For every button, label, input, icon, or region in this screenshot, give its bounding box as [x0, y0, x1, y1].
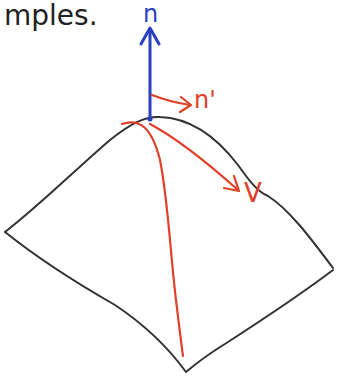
normal-arrowhead	[141, 28, 159, 44]
surface-bottom-edge	[5, 232, 333, 372]
tangent-arrowhead	[224, 176, 239, 191]
tangent-arrow	[150, 124, 238, 190]
normal-derivative-arrowhead	[180, 97, 191, 112]
normal-derivative-label: n'	[194, 88, 216, 112]
surface-curve	[122, 122, 183, 356]
normal-label: n	[143, 2, 158, 26]
normal-arrow	[149, 30, 152, 118]
base-point	[148, 117, 153, 122]
tangent-label: V	[244, 180, 262, 206]
heading-fragment: mples.	[4, 2, 98, 30]
surface-top-edge	[5, 117, 333, 268]
